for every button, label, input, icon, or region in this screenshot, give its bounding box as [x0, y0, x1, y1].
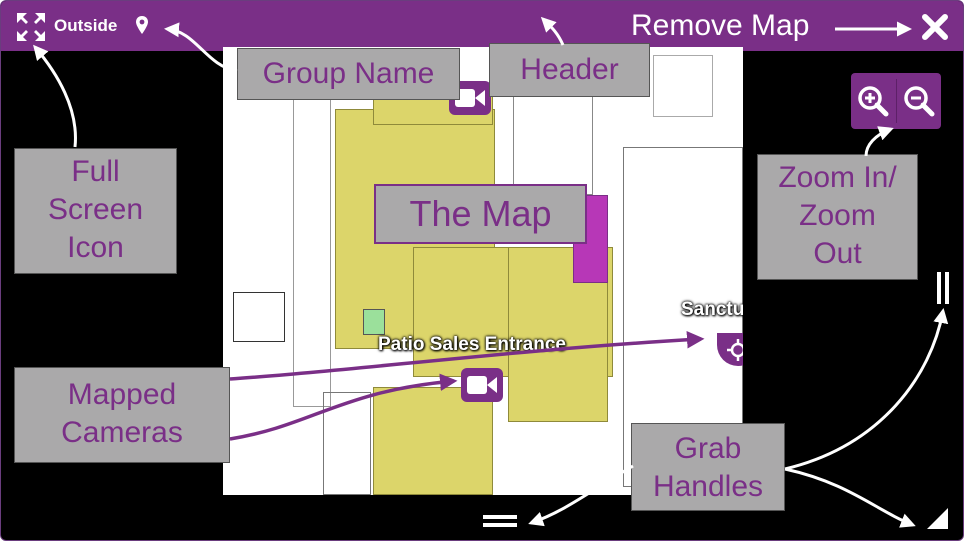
arrow-zoom: [864, 126, 894, 157]
group-name: Outside: [54, 16, 118, 35]
green-room: [363, 309, 385, 335]
callout-the-map: The Map: [374, 184, 587, 244]
outline-annex: [233, 292, 285, 342]
zoom-out-icon[interactable]: [901, 83, 937, 119]
full-screen-icon[interactable]: [15, 11, 47, 43]
arrow-grab-corner: [784, 467, 916, 528]
building-zone-south: [373, 387, 493, 495]
callout-grab-handles-line: Handles: [652, 470, 764, 503]
ptz-camera-icon[interactable]: [715, 331, 743, 373]
grab-handle-icon[interactable]: [936, 271, 950, 305]
callout-mapped-cameras: Mapped Cameras: [14, 367, 230, 463]
arrow-full-screen: [33, 44, 77, 148]
callout-full-screen-line: Icon: [67, 231, 124, 264]
grab-handle-icon[interactable]: [482, 514, 518, 528]
map-label-patio: Patio Sales Entrance: [378, 334, 566, 355]
callout-zoom: Zoom In/ Zoom Out: [757, 154, 918, 280]
callout-zoom-line: Zoom: [799, 199, 876, 232]
zoom-controls: [851, 73, 941, 129]
outline-west-wall: [293, 77, 331, 407]
map-label-sanctuary: Sanctuary: [681, 299, 743, 320]
grab-handle-icon[interactable]: [925, 506, 949, 530]
callout-zoom-line: Zoom In/: [778, 161, 897, 194]
arrow-grab-right: [784, 308, 949, 471]
outline-south-wing: [323, 392, 371, 495]
remove-map-label: Remove Map: [631, 9, 810, 42]
map-header: Outside Remove Map: [1, 1, 963, 51]
callout-group-name-text: Group Name: [262, 57, 435, 90]
outline-legend: [653, 55, 713, 117]
callout-grab-handles-line: Grab: [674, 432, 742, 465]
callout-the-map-text: The Map: [409, 193, 552, 234]
location-pin-icon: [136, 16, 148, 34]
callout-grab-handles: Grab Handles: [631, 423, 785, 511]
zoom-in-icon[interactable]: [855, 83, 891, 119]
camera-icon[interactable]: [460, 367, 504, 403]
callout-full-screen: Full Screen Icon: [14, 148, 177, 274]
callout-mapped-cameras-line: Mapped: [67, 378, 177, 411]
callout-mapped-cameras-line: Cameras: [61, 416, 183, 449]
callout-full-screen-line: Screen: [47, 193, 144, 226]
close-icon[interactable]: [921, 13, 949, 41]
callout-header: Header: [489, 43, 650, 97]
callout-zoom-line: Out: [813, 237, 862, 270]
callout-group-name: Group Name: [237, 48, 460, 100]
callout-header-text: Header: [520, 53, 619, 86]
zoom-separator: [896, 79, 897, 123]
callout-full-screen-line: Full: [71, 155, 120, 188]
